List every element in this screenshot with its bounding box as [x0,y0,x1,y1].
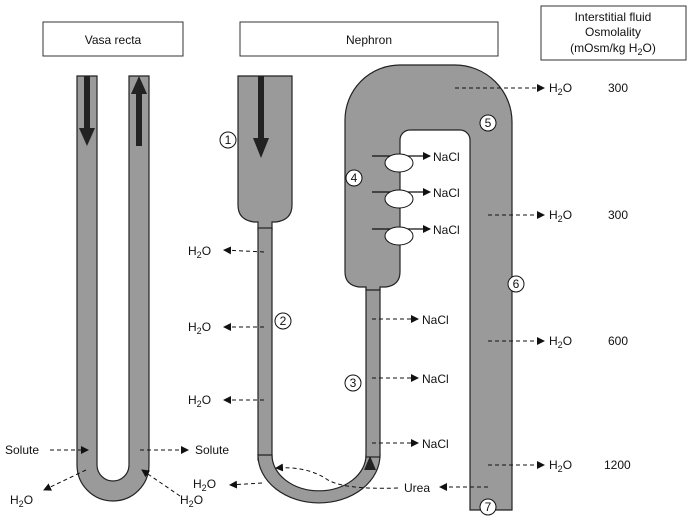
interstitial-header-box [540,5,687,61]
urea-entry-arrowhead [364,456,376,470]
water-label-cd-3: H2O [549,334,572,350]
osmolality-value-3: 600 [608,334,628,348]
segment-number-5: 5 [485,116,492,130]
segment-number-6: 6 [513,277,520,291]
water-label-cd-2: H2O [549,208,572,224]
segment-marker-3 [344,374,362,392]
nacl-label-6: NaCl [422,437,449,451]
vasa-recta-header: Vasa recta [85,33,142,47]
nephron-flow-arrow-shaft [258,76,264,138]
water-label-desc-2: H2O [188,320,211,336]
water-label-desc-1: H2O [188,244,211,260]
nacl-pump-1 [372,152,431,173]
water-out-arrow-loop [229,480,263,489]
vasa-water-in-arrow [141,469,181,497]
vasa-recta-down-arrow-head [79,128,95,146]
nephron-header-box [239,21,499,57]
segment-marker-5 [479,114,497,132]
nacl-pump-3 [372,225,431,246]
water-label-loop: H2O [193,477,216,493]
segment-number-4: 4 [351,171,358,185]
vasa-recta-up-arrow-shaft [136,94,142,146]
nacl-label-1: NaCl [433,150,460,164]
interstitial-header-line1: Interstitial fluid [575,10,652,24]
water-label-desc-3: H2O [188,393,211,409]
osmolality-value-1: 300 [608,81,628,95]
nephron-segments [237,64,513,511]
nacl-pump-2 [372,188,431,209]
segment-marker-7 [479,498,497,516]
segment-marker-6 [507,275,525,293]
interstitial-header-line3: (mOsm/kg H2O) [570,41,656,57]
water-label-cd-1: H2O [549,81,572,97]
solute-label-right: Solute [195,443,229,457]
interstitial-header-line2: Osmolality [585,25,641,39]
solute-label-left: Solute [5,443,39,457]
segment-number-1: 1 [225,133,232,147]
vasa-recta-down-arrow-shaft [84,76,90,128]
vasa-recta-up-arrow-head [131,76,147,94]
nacl-label-3: NaCl [433,223,460,237]
nephron-header: Nephron [346,33,392,47]
vasa-recta-loop [76,75,150,502]
urea-label: Urea [404,481,430,495]
segment-number-3: 3 [350,376,357,390]
vasa-recta-header-box [42,21,184,57]
segment-marker-4 [345,169,363,187]
vasa-water-label-right: H2O [180,493,203,509]
segment-number-2: 2 [280,314,287,328]
nephron-flow-arrow-head [253,138,269,158]
vasa-water-label-left: H2O [10,493,33,509]
urea-recycle-curve [275,463,399,489]
segment-number-7: 7 [485,500,492,514]
osmolality-value-4: 1200 [604,458,631,472]
nacl-label-2: NaCl [433,186,460,200]
water-label-cd-4: H2O [549,458,572,474]
segment-marker-1 [219,131,237,149]
nacl-label-4: NaCl [422,313,449,327]
osmolality-value-2: 300 [608,208,628,222]
segment-marker-2 [274,312,292,330]
nacl-label-5: NaCl [422,372,449,386]
vasa-water-out-arrow [43,469,87,491]
